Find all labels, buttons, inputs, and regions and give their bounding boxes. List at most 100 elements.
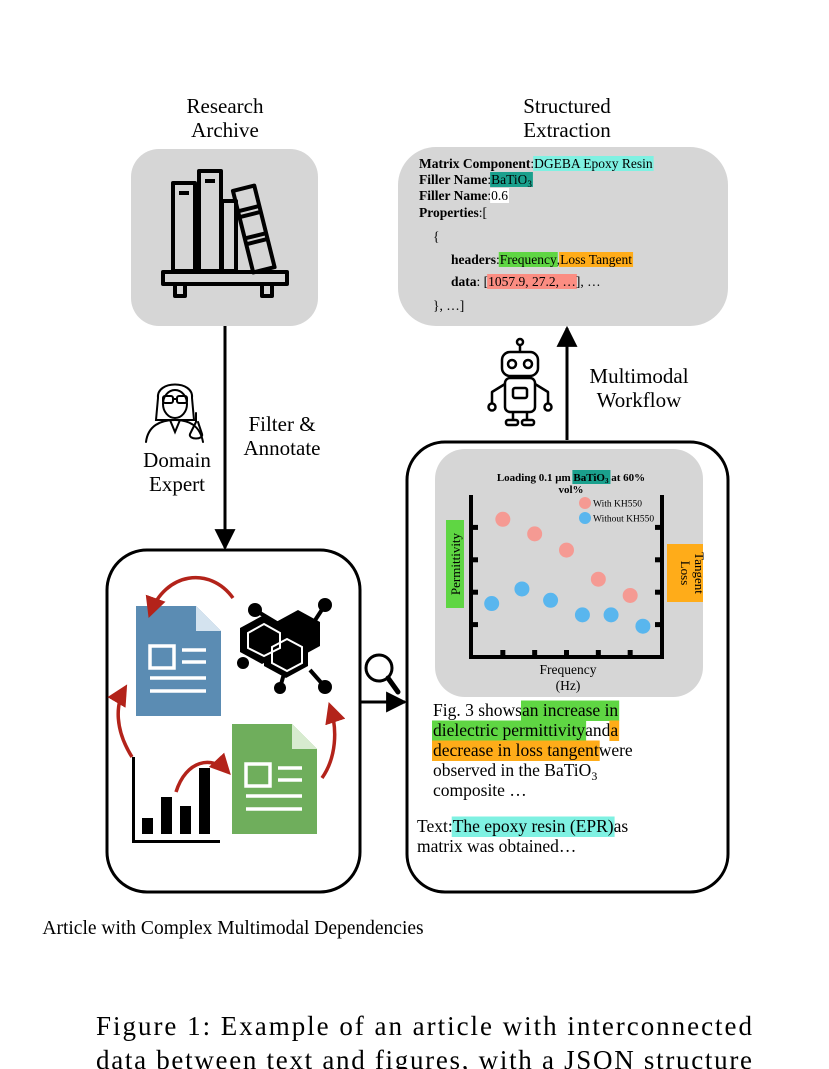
paragraph-run: 3 xyxy=(591,769,597,783)
json-line-7-part: }, …] xyxy=(433,298,464,313)
json-structure: Matrix Component: DGEBA Epoxy ResinFille… xyxy=(419,156,654,313)
chart-title-highlight-box xyxy=(572,470,611,484)
data-point-series-1 xyxy=(543,592,559,608)
legend-marker-0 xyxy=(579,497,591,509)
text-snippet-run: The epoxy resin (EPR) xyxy=(453,816,614,836)
json-highlight xyxy=(559,252,634,267)
multimodal-box: Loading 0.1 μm BaTiO3 at 60% vol% With K… xyxy=(405,440,730,894)
extraction-title-line1: Structured xyxy=(523,94,611,118)
json-line-0-part: DGEBA Epoxy Resin xyxy=(534,156,653,171)
data-point-series-1 xyxy=(484,596,500,612)
dependency-arrow-top xyxy=(145,575,235,618)
dependency-arrow-bottom xyxy=(174,752,231,793)
json-line-2-part: Filler Name xyxy=(419,188,487,203)
paragraph-run: decrease in loss tangent xyxy=(433,740,599,760)
chart-title-prefix: Loading 0.1 μm xyxy=(497,472,574,484)
data-point-series-0 xyxy=(590,571,606,587)
x-axis-label-line1: Frequency xyxy=(540,662,597,677)
json-line-2-part: 0.6 xyxy=(491,188,508,203)
y-axis-right-label-line1: Loss xyxy=(678,561,693,586)
json-line-3-part: Properties xyxy=(419,205,479,220)
chart-title-line1: Loading 0.1 μm BaTiO3 at 60% xyxy=(497,472,645,485)
json-line-1-part: BaTiO xyxy=(491,172,528,187)
expert-label-line2: Expert xyxy=(149,472,205,496)
dependency-arrows xyxy=(107,575,346,793)
json-highlight xyxy=(498,252,558,267)
chart-title-suffix: at 60% xyxy=(608,472,645,484)
legend-label-0: With KH550 xyxy=(593,500,642,510)
data-point-series-1 xyxy=(574,607,590,623)
filter-label-line1: Filter & xyxy=(248,412,315,436)
archive-title-line2: Archive xyxy=(191,118,259,142)
scatter-chart: Loading 0.1 μm BaTiO3 at 60% vol% With K… xyxy=(446,470,707,693)
text-snippet: Text: The epoxy resin (EPR) as matrix was… xyxy=(417,816,628,856)
legend-label-1: Without KH550 xyxy=(593,515,654,525)
json-line-6-part: ], … xyxy=(576,274,601,289)
json-line-0-part: Matrix Component xyxy=(419,156,531,171)
json-line-5-part: , xyxy=(557,252,560,267)
paragraph-highlight xyxy=(609,720,620,741)
json-line-2-part: : xyxy=(487,188,491,203)
text-snippet-run: Text: xyxy=(417,816,453,836)
legend-marker-1 xyxy=(579,512,591,524)
chart-axes xyxy=(469,495,664,659)
json-highlight xyxy=(526,172,533,187)
extraction-panel xyxy=(398,147,728,326)
json-line-3-part: : xyxy=(479,205,483,220)
paragraph-highlight xyxy=(432,740,600,761)
figure-caption-line2: data between text and figures, with a JS… xyxy=(96,1045,752,1069)
y-axis-right-highlight xyxy=(667,544,703,602)
bar-chart-icon xyxy=(132,757,220,843)
text-snippet-run: matrix was obtained… xyxy=(417,836,576,856)
chart-title: Loading 0.1 μm BaTiO3 at 60% vol% xyxy=(497,470,645,496)
figure-caption-line1: Figure 1: Example of an article with int… xyxy=(96,1011,753,1041)
paragraph-run: Fig. 3 shows xyxy=(433,700,522,720)
y-axis-left-label: Permittivity xyxy=(448,532,463,595)
structured-extraction: Structured Extraction Matrix Component: … xyxy=(398,94,728,326)
molecule-icon xyxy=(237,598,332,694)
json-line-5-part: : xyxy=(496,252,500,267)
magnifier-icon xyxy=(364,653,401,695)
paragraph-highlight xyxy=(520,700,620,721)
y-axis-right-label-line2: Tangent xyxy=(692,552,707,594)
paragraph-run: observed in the BaTiO xyxy=(433,760,591,780)
dependency-arrow-left xyxy=(107,684,134,758)
workflow-label-line2: Workflow xyxy=(597,388,682,412)
text-snippet-run: as xyxy=(614,816,629,836)
green-document-icon xyxy=(232,724,317,834)
paragraph-run: composite … xyxy=(433,780,527,800)
data-point-series-1 xyxy=(514,581,530,597)
article-caption: Article with Complex Multimodal Dependen… xyxy=(42,918,423,939)
domain-expert-icon xyxy=(145,383,204,443)
json-line-1-part: : xyxy=(487,172,491,187)
json-line-0-part: : xyxy=(530,156,534,171)
paragraph-run: and xyxy=(585,720,611,740)
data-point-series-1 xyxy=(635,618,651,634)
json-highlight xyxy=(487,274,577,289)
paragraph-run: a xyxy=(610,720,618,740)
chart-title-highlight: BaTiO xyxy=(573,472,605,484)
data-point-series-0 xyxy=(495,511,511,527)
filter-label-line2: Annotate xyxy=(244,436,321,460)
json-line-5-part: Loss Tangent xyxy=(560,252,632,267)
json-highlight xyxy=(490,188,509,203)
bookshelf-icon xyxy=(161,169,289,298)
data-point-series-0 xyxy=(622,587,638,603)
json-highlight xyxy=(533,156,654,171)
json-line-3-part: [ xyxy=(483,205,488,220)
chart-points xyxy=(484,511,651,634)
json-line-1-part: 3 xyxy=(527,179,532,189)
article-box: Article with Complex Multimodal Dependen… xyxy=(42,548,424,939)
robot-icon xyxy=(487,337,553,427)
blue-document-icon xyxy=(136,606,221,716)
json-line-5-part: headers xyxy=(451,252,496,267)
text-snippet-highlight xyxy=(451,816,615,837)
data-point-series-0 xyxy=(559,542,574,558)
paragraph-run: dielectric permittivity xyxy=(433,720,585,740)
research-archive: Research Archive xyxy=(131,94,318,326)
dependency-arrow-right xyxy=(320,702,346,780)
workflow-label-line1: Multimodal xyxy=(589,364,688,388)
paragraph-run: were xyxy=(599,740,633,760)
